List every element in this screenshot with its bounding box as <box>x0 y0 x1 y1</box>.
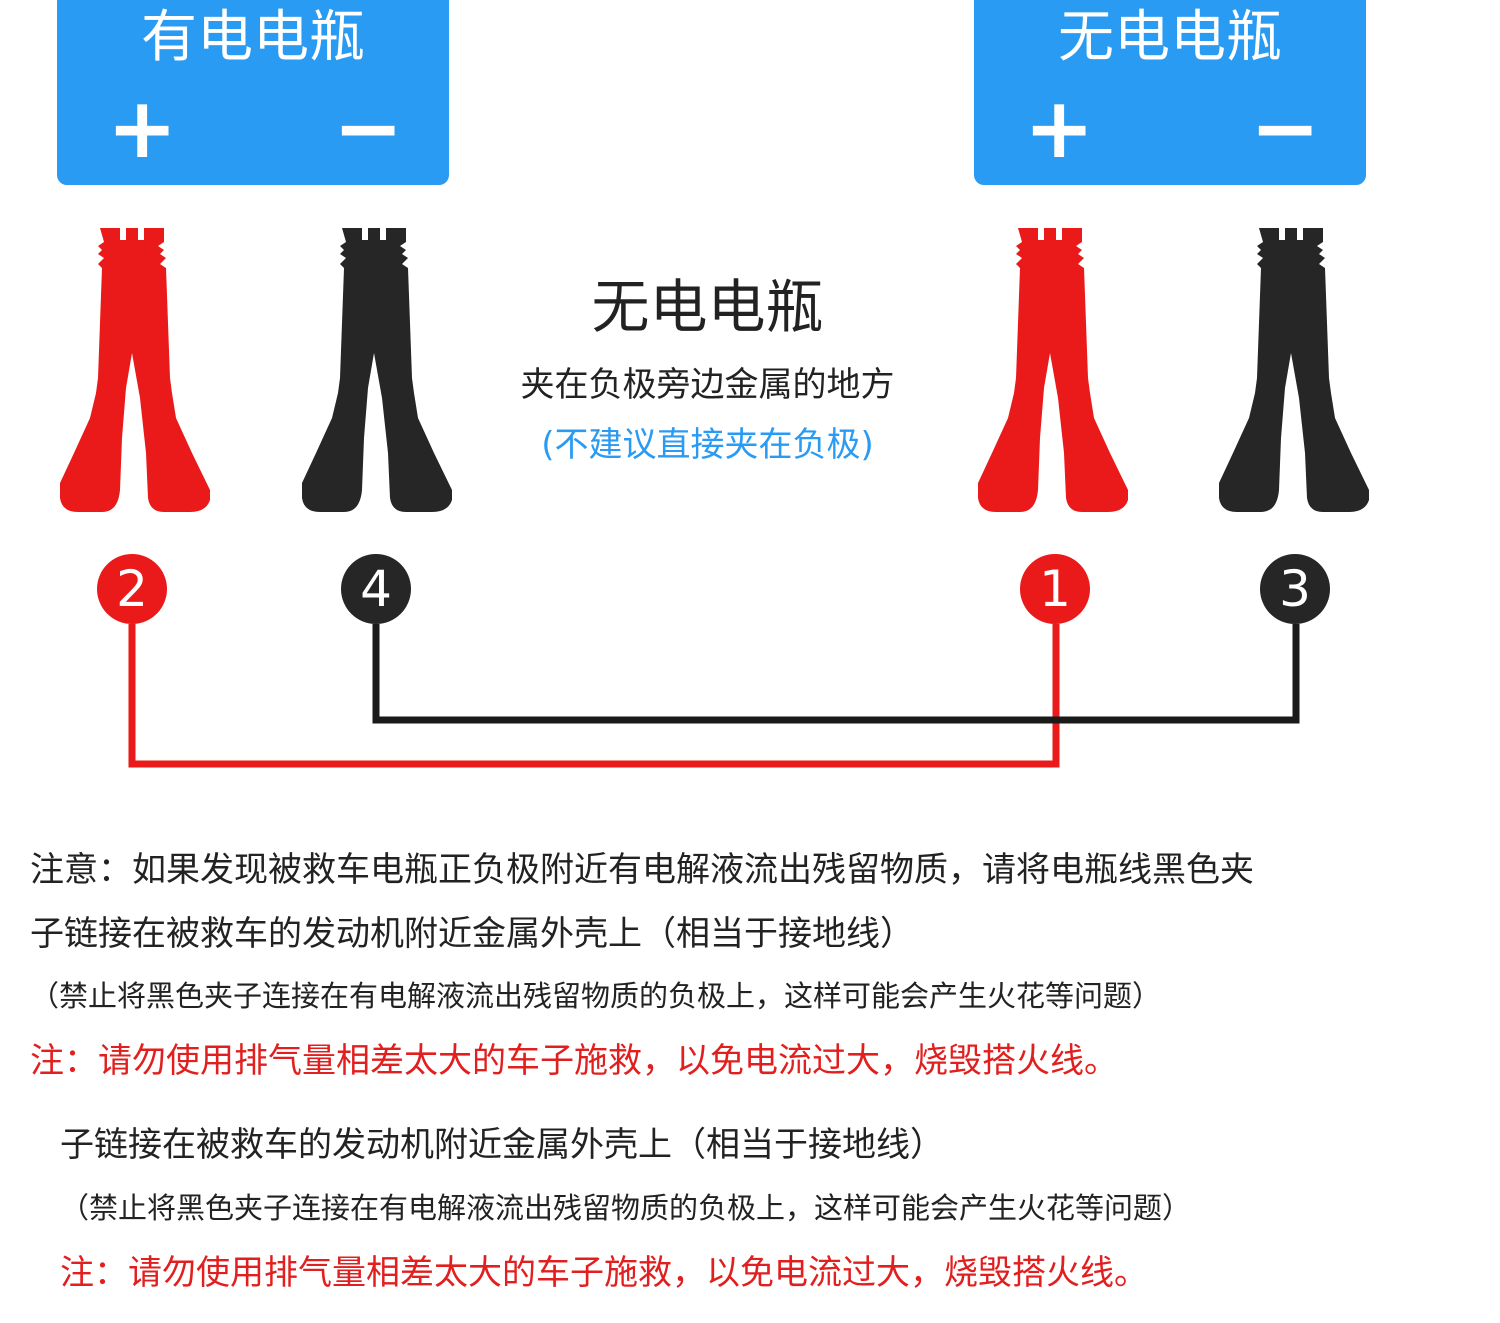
battery-charged: 有电电瓶 + − <box>57 0 449 185</box>
jumper-wires <box>128 624 1300 768</box>
battery-charged-title: 有电电瓶 <box>141 5 365 70</box>
note-line-6: （禁止将黑色夹子连接在有电解液流出残留物质的负极上，这样可能会产生火花等问题） <box>60 1191 1192 1225</box>
battery-dead-plus-terminal: + <box>1024 79 1095 177</box>
battery-dead-title: 无电电瓶 <box>1058 5 1282 70</box>
warning-line-2: 注：请勿使用排气量相差太大的车子施救，以免电流过大，烧毁搭火线。 <box>60 1253 1148 1293</box>
red-wire <box>128 624 1060 768</box>
battery-charged-minus-terminal: − <box>333 79 404 177</box>
center-hint: (不建议直接夹在负极) <box>541 425 874 465</box>
black-wire <box>372 624 1300 724</box>
warning-line-1: 注：请勿使用排气量相差太大的车子施救，以免电流过大，烧毁搭火线。 <box>30 1041 1118 1081</box>
center-subtitle: 夹在负极旁边金属的地方 <box>520 365 895 405</box>
battery-charged-plus-terminal: + <box>107 79 178 177</box>
step-badge-3: 3 <box>1260 554 1330 624</box>
battery-dead: 无电电瓶 + − <box>974 0 1366 185</box>
step-badge-4: 4 <box>341 554 411 624</box>
battery-dead-minus-terminal: − <box>1250 79 1321 177</box>
note-line-3: （禁止将黑色夹子连接在有电解液流出残留物质的负极上，这样可能会产生火花等问题） <box>30 979 1162 1013</box>
center-title: 无电电瓶 <box>591 273 824 341</box>
step-badge-2: 2 <box>97 554 167 624</box>
note-line-5: 子链接在被救车的发动机附近金属外壳上（相当于接地线） <box>60 1125 944 1165</box>
step-badge-1: 1 <box>1020 554 1090 624</box>
note-line-2: 子链接在被救车的发动机附近金属外壳上（相当于接地线） <box>30 914 914 954</box>
note-line-1: 注意：如果发现被救车电瓶正负极附近有电解液流出残留物质，请将电瓶线黑色夹 <box>30 850 1254 890</box>
